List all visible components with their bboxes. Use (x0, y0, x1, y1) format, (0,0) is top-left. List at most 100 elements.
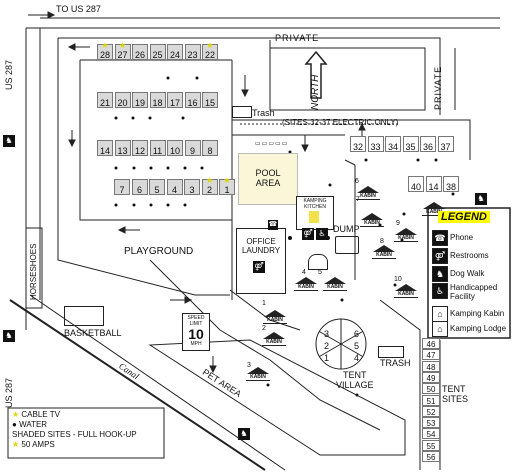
campsite-26: 26 (132, 44, 148, 60)
playground-label: PLAYGROUND (124, 246, 194, 257)
kabin-number: 4 (302, 269, 306, 276)
tent-site-51: 51 (422, 394, 440, 406)
office-label: OFFICE LAUNDRY (241, 237, 281, 255)
kamping-kitchen: KAMPING KITCHEN (296, 196, 334, 230)
north-label: NORTH (310, 74, 321, 110)
campsite-6: 6 (131, 179, 148, 195)
campsite-11: 11 (149, 140, 166, 156)
kabin-number: 9 (396, 220, 400, 227)
key-amps: ★ 50 AMPS (12, 440, 55, 449)
tent-site-2: 2 (324, 341, 330, 351)
kabin-icon: KABIN (323, 277, 347, 291)
campsite-18: 18 (149, 92, 166, 108)
legend-title: LEGEND (438, 211, 490, 223)
kabin-icon: KABIN (262, 332, 286, 346)
kabin-icon: KABIN (372, 245, 396, 259)
water-dot-icon: ● (12, 420, 17, 429)
kabin-number: 6 (355, 178, 359, 185)
tent-site-47: 47 (422, 349, 440, 361)
cable-star-icon: ★ (118, 41, 127, 50)
key-cable: ★ CABLE TV (12, 410, 60, 419)
campsite-27: 27★ (114, 41, 131, 60)
tent-site-54: 54 (422, 428, 440, 440)
campsite-8: 8 (202, 140, 218, 156)
tent-sites-label: TENT SITES (442, 384, 469, 404)
speed-limit-label: SPEED LIMIT (187, 315, 205, 327)
legend-item-kamping-lodge: ⌂Kamping Lodge (432, 321, 508, 339)
kabin-icon: KABIN (360, 213, 384, 227)
tent-site-3: 3 (324, 329, 330, 339)
key-water: ● WATER (12, 420, 48, 429)
kitchen-label: KAMPING KITCHEN (303, 198, 327, 210)
phone-icon: ☎ (268, 220, 278, 230)
campsite-1: 1★ (219, 176, 235, 195)
dog-icon: ♞ (475, 193, 487, 205)
campsite-36: 36 (420, 136, 436, 152)
campsite-21: 21 (97, 92, 113, 108)
campsite-23: 23 (184, 44, 201, 60)
campsite-12: 12 (132, 140, 148, 156)
trash-label: Trash (252, 108, 275, 118)
campsite-32: 32 (350, 136, 366, 152)
tent-site-48: 48 (422, 360, 440, 372)
restroom-icon: ⚤ (432, 248, 448, 264)
trash-label-2: TRASH (380, 358, 411, 368)
kabin-number: 3 (247, 362, 251, 369)
dump-label: DUMP (333, 224, 360, 234)
tent-site-46: 46 (422, 338, 440, 349)
legend-item-restrooms: ⚤Restrooms (432, 248, 508, 266)
kitchen-interior (309, 211, 319, 223)
legend-item-handicapped: ♿Handicapped Facility (432, 283, 508, 305)
basketball-court (64, 306, 104, 326)
to-us287-label: TO US 287 (56, 4, 101, 14)
pool-area: POOL AREA (238, 153, 298, 205)
kabin-icon: KABIN (356, 186, 380, 200)
kabin-icon: KABIN (394, 228, 418, 242)
cable-star-icon: ★ (205, 176, 214, 185)
tent-site-56: 56 (422, 451, 440, 462)
tent-site-1: 1 (324, 353, 330, 363)
cable-star-icon: ★ (101, 41, 109, 50)
speed-limit-value: 10 (188, 326, 204, 342)
kabin-number: 7 (356, 196, 360, 203)
campsite-10: 10 (167, 140, 183, 156)
private-right-label: PRIVATE (433, 65, 443, 110)
wheelchair-icon: ♿ (316, 228, 328, 240)
campsite-19: 19 (132, 92, 148, 108)
campsite-22: 22★ (202, 41, 218, 60)
campsite-24: 24 (167, 44, 183, 60)
campsite-15: 15 (202, 92, 218, 108)
campsite-34: 34 (385, 136, 401, 152)
campsite-28: 28★ (97, 41, 113, 60)
tent-site-53: 53 (422, 417, 440, 429)
campsite-9: 9 (184, 140, 201, 156)
campsite-20: 20 (114, 92, 131, 108)
lodge-icon: ⌂ (432, 321, 448, 337)
trash-dumpster (378, 346, 404, 358)
key-box: ★ CABLE TV ● WATER SHADED SITES - FULL H… (12, 410, 162, 450)
tent-site-4: 4 (354, 353, 360, 363)
legend-item-phone: ☎Phone (432, 230, 508, 248)
tent-site-55: 55 (422, 439, 440, 451)
cable-star-icon: ★ (223, 176, 231, 185)
kabin-icon: ⌂ (432, 306, 448, 322)
kabin-icon: KABIN (422, 202, 446, 216)
kabin-icon: KABIN (246, 367, 270, 381)
lodge-icon (308, 254, 328, 270)
star-icon: ★ (12, 440, 20, 449)
dog-icon: ♞ (432, 266, 448, 282)
kabin-number: 8 (380, 238, 384, 245)
campsite-33: 33 (367, 136, 384, 152)
kabin-icon: KABIN (394, 284, 418, 298)
campsite-25: 25 (149, 44, 166, 60)
legend: LEGEND ☎Phone ⚤Restrooms ♞Dog Walk ♿Hand… (428, 208, 510, 338)
tent-site-50: 50 (422, 383, 440, 395)
picnic-tables: ▭▭▭▭▭ (255, 141, 289, 147)
speed-limit-unit: MPH (190, 341, 202, 347)
kabin-icon: KABIN (263, 310, 287, 324)
campsite-16: 16 (184, 92, 201, 108)
pool-label: POOL AREA (255, 168, 281, 188)
tent-site-6: 6 (354, 329, 360, 339)
